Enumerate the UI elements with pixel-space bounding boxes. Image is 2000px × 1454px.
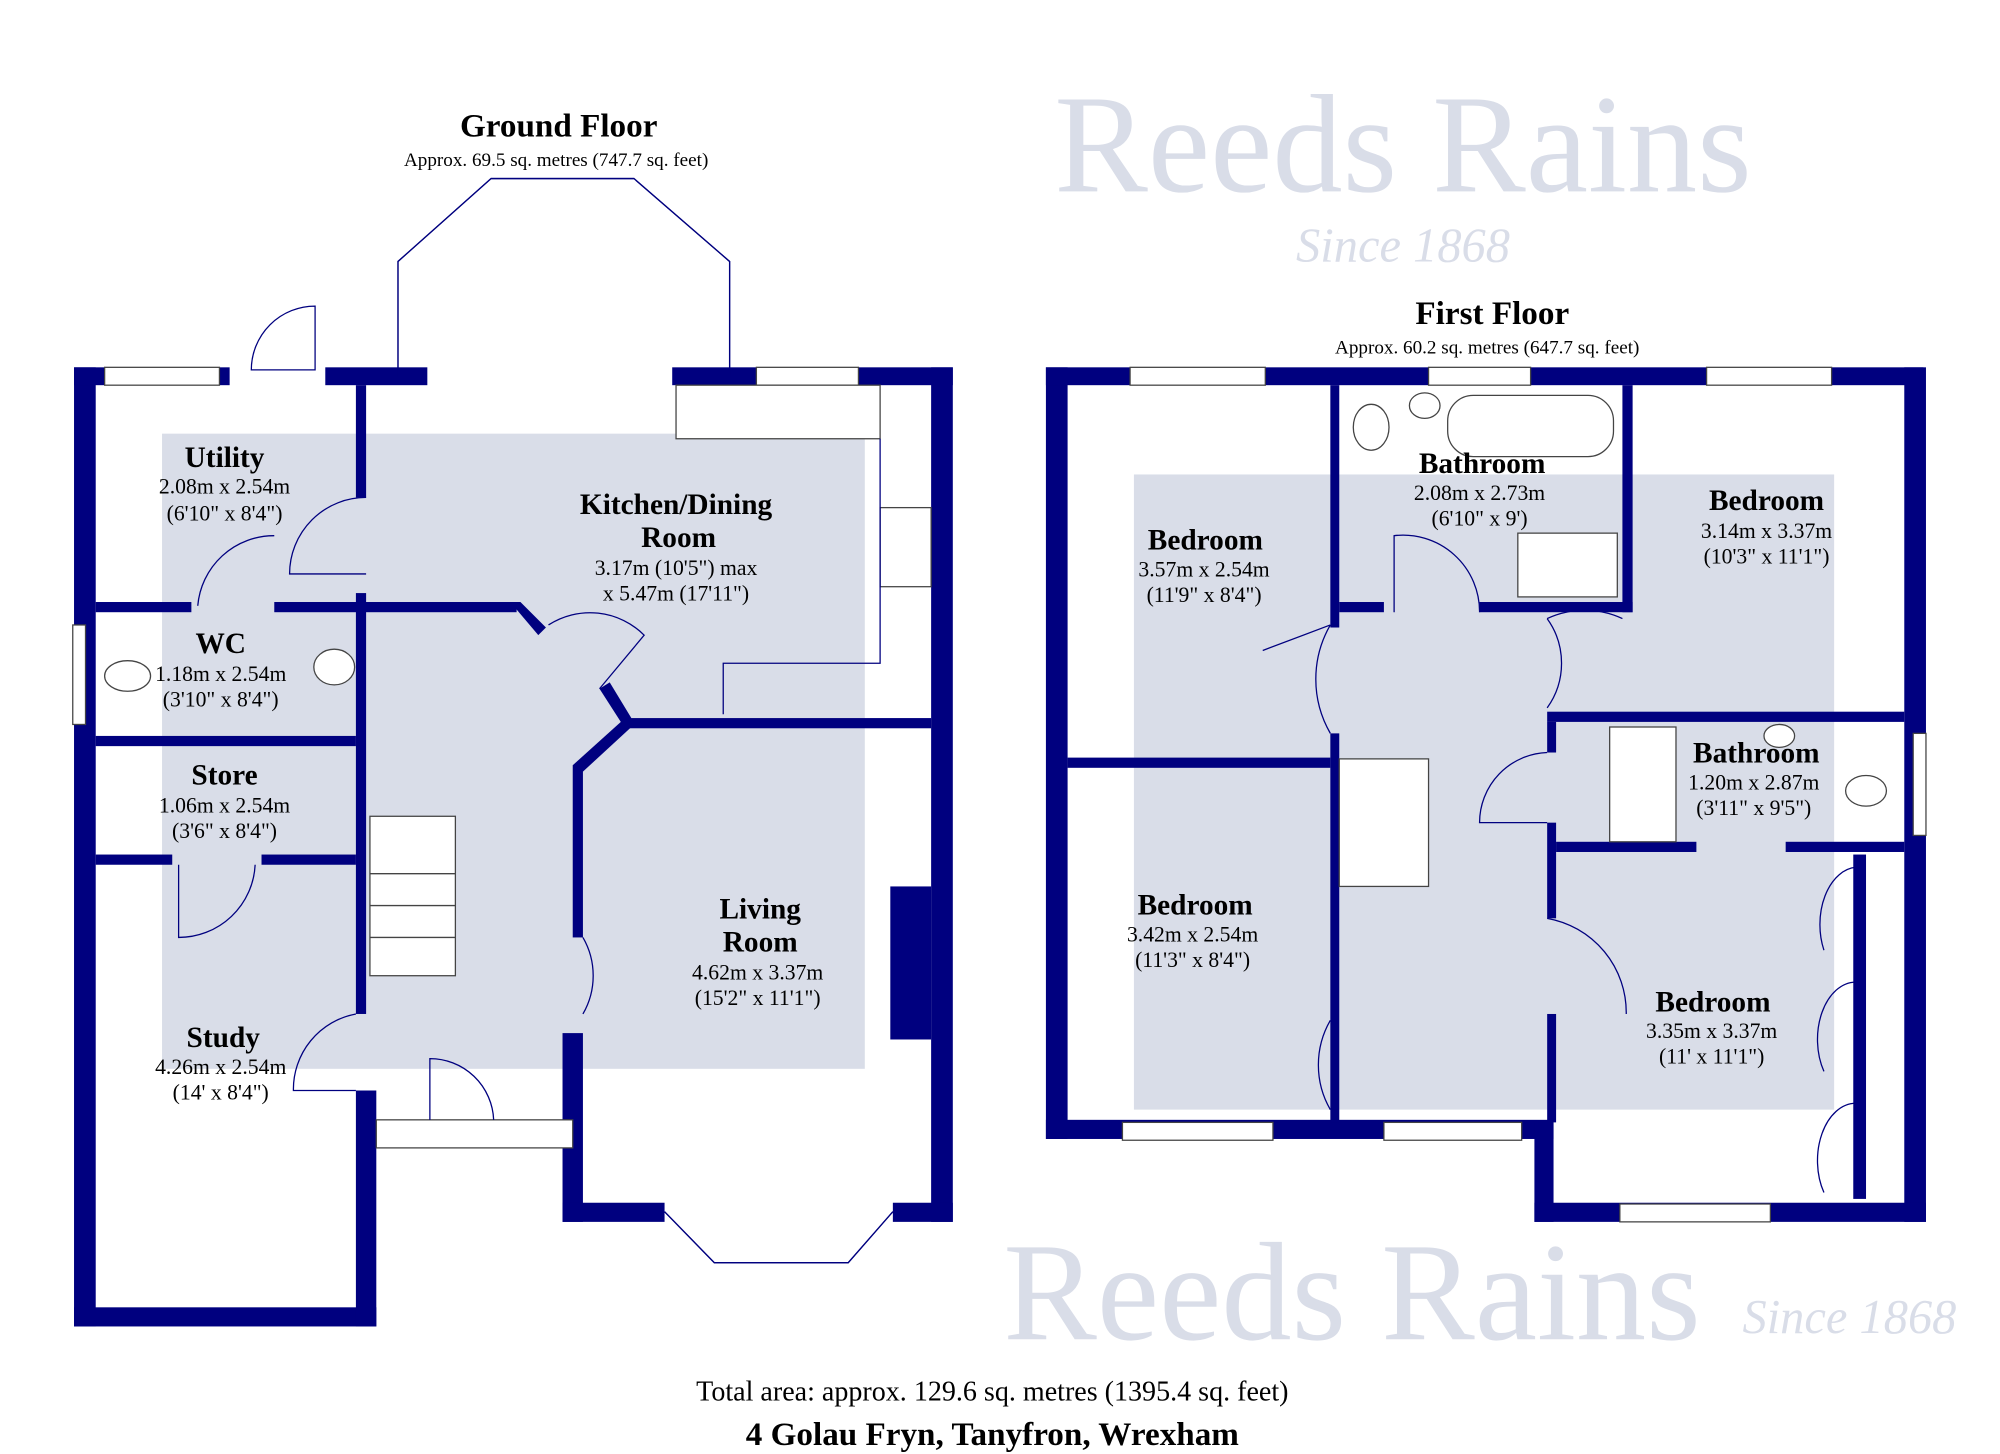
svg-text:(11'9" x 8'4"): (11'9" x 8'4") xyxy=(1147,583,1262,607)
svg-text:Kitchen/Dining: Kitchen/Dining xyxy=(580,489,773,521)
svg-text:Room: Room xyxy=(723,926,798,958)
svg-text:(6'10" x 8'4"): (6'10" x 8'4") xyxy=(167,501,283,525)
watermark-brand-first: Reeds Rains xyxy=(1054,67,1751,222)
svg-text:Living: Living xyxy=(719,893,801,925)
room-living: Living Room 4.62m x 3.37m (15'2" x 11'1"… xyxy=(692,893,823,1010)
svg-text:Study: Study xyxy=(187,1022,261,1054)
svg-text:3.57m x 2.54m: 3.57m x 2.54m xyxy=(1138,557,1269,581)
svg-text:(15'2" x 11'1"): (15'2" x 11'1") xyxy=(695,986,821,1010)
room-bedroom-2: Bedroom 3.14m x 3.37m (10'3" x 11'1") xyxy=(1701,485,1832,569)
svg-text:WC: WC xyxy=(195,628,246,660)
watermark-tagline-ground: Since 1868 xyxy=(1742,1291,1956,1344)
svg-text:Bedroom: Bedroom xyxy=(1709,485,1824,517)
ground-floor-fixtures xyxy=(72,177,932,1264)
svg-text:(3'6" x 8'4"): (3'6" x 8'4") xyxy=(172,819,277,843)
svg-text:(6'10" x 9'): (6'10" x 9') xyxy=(1432,506,1528,530)
svg-text:1.18m x 2.54m: 1.18m x 2.54m xyxy=(155,662,286,686)
watermark-panel-ground xyxy=(162,433,865,1069)
watermark-brand-ground: Reeds Rains xyxy=(1003,1215,1700,1370)
svg-text:(3'10" x 8'4"): (3'10" x 8'4") xyxy=(163,688,279,712)
svg-text:(3'11" x 9'5"): (3'11" x 9'5") xyxy=(1696,796,1811,820)
svg-text:Bedroom: Bedroom xyxy=(1148,525,1263,557)
svg-text:1.20m x 2.87m: 1.20m x 2.87m xyxy=(1688,770,1819,794)
room-kitchen-dining: Kitchen/Dining Room 3.17m (10'5") max x … xyxy=(580,489,773,606)
svg-text:4.26m x 2.54m: 4.26m x 2.54m xyxy=(155,1055,286,1079)
first-floor-area: Approx. 60.2 sq. metres (647.7 sq. feet) xyxy=(1335,337,1639,358)
room-store: Store 1.06m x 2.54m (3'6" x 8'4") xyxy=(159,759,290,843)
svg-text:Bedroom: Bedroom xyxy=(1655,986,1770,1018)
svg-text:Store: Store xyxy=(191,759,257,791)
svg-text:2.08m x 2.73m: 2.08m x 2.73m xyxy=(1414,481,1545,505)
room-bedroom-1: Bedroom 3.57m x 2.54m (11'9" x 8'4") xyxy=(1138,525,1269,607)
svg-text:(14' x 8'4"): (14' x 8'4") xyxy=(173,1080,269,1104)
room-utility: Utility 2.08m x 2.54m (6'10" x 8'4") xyxy=(159,442,290,526)
svg-text:Utility: Utility xyxy=(185,442,265,474)
room-bedroom-4: Bedroom 3.35m x 3.37m (11' x 11'1") xyxy=(1646,986,1777,1068)
svg-text:Bedroom: Bedroom xyxy=(1138,889,1253,921)
ground-floor-area: Approx. 69.5 sq. metres (747.7 sq. feet) xyxy=(404,150,708,171)
svg-text:4.62m x 3.37m: 4.62m x 3.37m xyxy=(692,961,823,985)
room-bedroom-3: Bedroom 3.42m x 2.54m (11'3" x 8'4") xyxy=(1127,889,1258,971)
ground-floor-walls xyxy=(74,367,953,1327)
svg-text:3.35m x 3.37m: 3.35m x 3.37m xyxy=(1646,1019,1777,1043)
first-floor-fixtures xyxy=(1121,366,1927,1223)
svg-text:2.08m x 2.54m: 2.08m x 2.54m xyxy=(159,475,290,499)
watermark-panel-first xyxy=(1133,474,1835,1110)
svg-text:(11'3" x 8'4"): (11'3" x 8'4") xyxy=(1135,948,1250,972)
address: 4 Golau Fryn, Tanyfron, Wrexham xyxy=(746,1416,1240,1453)
svg-text:1.06m x 2.54m: 1.06m x 2.54m xyxy=(159,793,290,817)
svg-text:3.17m (10'5") max: 3.17m (10'5") max xyxy=(595,556,758,580)
watermark-tagline-first: Since 1868 xyxy=(1296,219,1510,272)
svg-text:(10'3" x 11'1"): (10'3" x 11'1") xyxy=(1704,545,1830,569)
total-area: Total area: approx. 129.6 sq. metres (13… xyxy=(696,1376,1288,1407)
svg-text:Bathroom: Bathroom xyxy=(1693,738,1820,770)
room-study: Study 4.26m x 2.54m (14' x 8'4") xyxy=(155,1022,286,1104)
svg-text:Room: Room xyxy=(641,522,716,554)
first-floor-title: First Floor xyxy=(1415,295,1569,332)
svg-text:x 5.47m (17'11"): x 5.47m (17'11") xyxy=(603,582,749,606)
svg-text:(11' x 11'1"): (11' x 11'1") xyxy=(1659,1045,1764,1069)
room-bathroom-main: Bathroom 2.08m x 2.73m (6'10" x 9') xyxy=(1414,448,1545,530)
room-bathroom-ensuite: Bathroom 1.20m x 2.87m (3'11" x 9'5") xyxy=(1688,738,1819,820)
svg-text:3.42m x 2.54m: 3.42m x 2.54m xyxy=(1127,922,1258,946)
ground-floor-title: Ground Floor xyxy=(460,107,657,144)
svg-text:3.14m x 3.37m: 3.14m x 3.37m xyxy=(1701,519,1832,543)
svg-text:Bathroom: Bathroom xyxy=(1419,448,1546,480)
room-wc: WC 1.18m x 2.54m (3'10" x 8'4") xyxy=(155,628,286,712)
